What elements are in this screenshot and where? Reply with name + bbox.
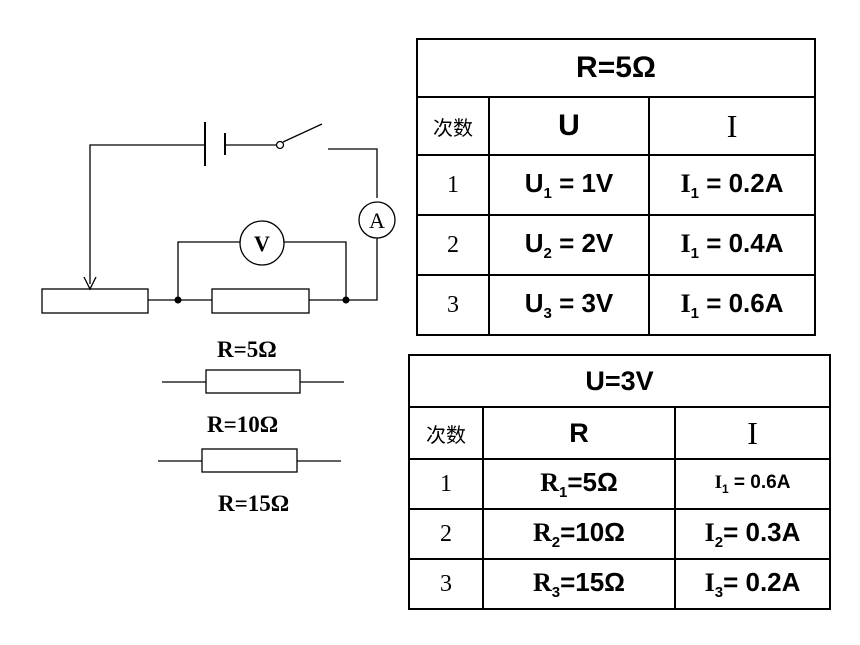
i-value: = 0.2A (723, 566, 801, 597)
table1-row3-u: U3 = 3V (488, 274, 650, 336)
table1-row1-i: I1 = 0.2A (647, 154, 817, 216)
junction-right (342, 296, 350, 304)
r-value: =5Ω (567, 466, 618, 497)
u-subscript: 3 (543, 305, 552, 323)
u-subscript: 1 (543, 185, 552, 203)
resistor-label-5: R=5Ω (217, 337, 277, 362)
i-symbol: I (680, 288, 691, 318)
table2-row2-r: R2=10Ω (482, 508, 676, 560)
table2-header-index: 次数 (408, 406, 484, 460)
ammeter-symbol: A (369, 208, 385, 233)
i-symbol: I (704, 517, 715, 547)
switch-blade (282, 123, 323, 143)
wire-voltmeter-left (177, 241, 240, 300)
table1-header-u: U (488, 96, 650, 156)
table-row: 3 U3 = 3V I1 = 0.6A (416, 274, 817, 336)
wire-top-left (89, 144, 205, 284)
table2-row2-index: 2 (408, 508, 484, 560)
table2-row1-i: I1 = 0.6A (673, 458, 832, 510)
table1-row1-index: 1 (416, 154, 490, 216)
junction-left (174, 296, 182, 304)
table-row: 1 U1 = 1V I1 = 0.2A (416, 154, 817, 216)
u-value: = 1V (551, 167, 614, 198)
spare-resistor-10 (201, 448, 298, 473)
i-subscript: 1 (690, 185, 699, 203)
i-value: = 0.3A (723, 516, 801, 547)
i-subscript: 1 (690, 305, 699, 323)
r-symbol: R (532, 567, 552, 597)
table2-row1-index: 1 (408, 458, 484, 510)
i-subscript: 1 (721, 481, 729, 496)
i-symbol: I (714, 472, 722, 494)
table1-row3-i: I1 = 0.6A (647, 274, 817, 336)
table2-title: U=3V (407, 354, 832, 408)
table-r-5ohm: R=5Ω 次数 U I 1 U1 = 1V I1 = 0.2A 2 U2 = 2… (415, 38, 817, 336)
voltmeter-symbol: V (254, 231, 270, 256)
i-subscript: 1 (690, 245, 699, 263)
u-value: = 2V (551, 227, 614, 258)
i-value: = 0.6A (698, 287, 784, 318)
table-row: 2 U2 = 2V I1 = 0.4A (416, 214, 817, 276)
r-symbol: R (532, 517, 552, 547)
resistor-label-15: R=15Ω (218, 491, 290, 516)
resistor-r (211, 288, 310, 314)
u-symbol: U (524, 287, 544, 318)
table1-row2-i: I1 = 0.4A (647, 214, 817, 276)
table2-row3-i: I3= 0.2A (673, 558, 832, 610)
table2-header-i: I (673, 406, 832, 460)
r-symbol: R (540, 467, 559, 497)
table-row: 3 R3=15Ω I3= 0.2A (408, 558, 832, 610)
u-value: = 3V (551, 287, 614, 318)
table1-header-index: 次数 (416, 96, 490, 156)
rheostat (41, 288, 149, 314)
resistor-label-10: R=10Ω (207, 412, 279, 437)
u-symbol: U (524, 227, 544, 258)
r-value: =15Ω (560, 566, 626, 597)
table2-header-r: R (482, 406, 676, 460)
table-u-3v: U=3V 次数 R I 1 R1=5Ω I1 = 0.6A 2 R2=10Ω I… (407, 354, 832, 610)
r-subscript: 3 (551, 584, 561, 602)
i-subscript: 2 (714, 534, 724, 552)
table-row: 1 R1=5Ω I1 = 0.6A (408, 458, 832, 510)
wire-right (349, 238, 378, 301)
i-symbol: I (680, 228, 691, 258)
circuit-diagram: V A (41, 122, 396, 473)
i-value: = 0.2A (698, 167, 784, 198)
wire-top-right (328, 148, 378, 198)
table1-row1-u: U1 = 1V (488, 154, 650, 216)
table1-row3-index: 3 (416, 274, 490, 336)
i-subscript: 3 (714, 584, 724, 602)
table1-row2-index: 2 (416, 214, 490, 276)
table1-header-i: I (647, 96, 817, 156)
i-symbol: I (704, 567, 715, 597)
table2-row3-index: 3 (408, 558, 484, 610)
i-symbol: I (680, 168, 691, 198)
wire-voltmeter-right (284, 241, 347, 300)
i-value: = 0.6A (728, 472, 791, 494)
spare-resistor-5 (205, 369, 301, 394)
table-row: 2 R2=10Ω I2= 0.3A (408, 508, 832, 560)
table2-row3-r: R3=15Ω (482, 558, 676, 610)
voltmeter-circle (239, 220, 285, 266)
table2-row2-i: I2= 0.3A (673, 508, 832, 560)
table2-row1-r: R1=5Ω (482, 458, 676, 510)
switch-pivot (275, 140, 285, 150)
table1-title: R=5Ω (415, 38, 817, 98)
table1-row2-u: U2 = 2V (488, 214, 650, 276)
r-subscript: 2 (551, 534, 561, 552)
r-value: =10Ω (560, 516, 626, 547)
r-subscript: 1 (558, 484, 568, 502)
i-value: = 0.4A (698, 227, 784, 258)
u-subscript: 2 (543, 245, 552, 263)
u-symbol: U (524, 167, 544, 198)
